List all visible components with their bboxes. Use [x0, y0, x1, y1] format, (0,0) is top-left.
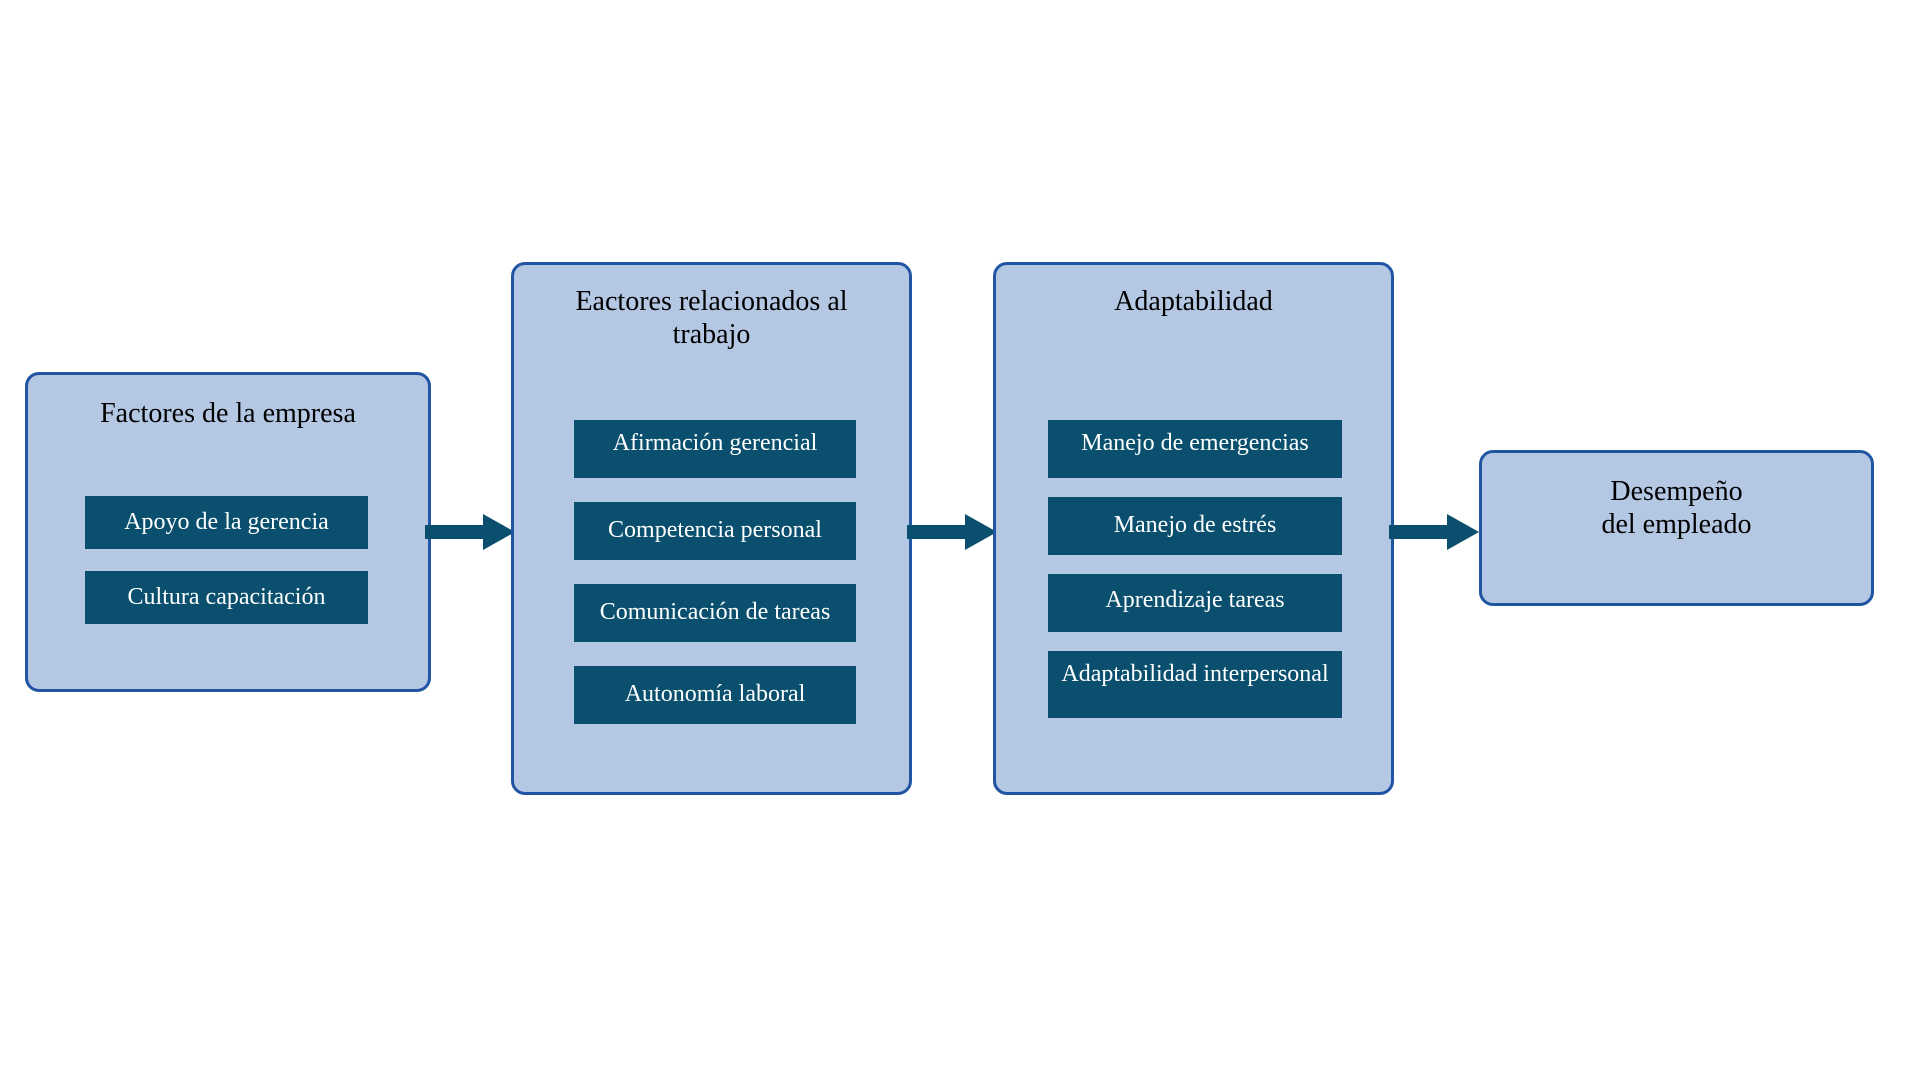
- item-label: Aprendizaje tareas: [1105, 587, 1285, 613]
- item-label: Cultura capacitación: [127, 584, 326, 610]
- item-manejo-de-emergencias[interactable]: Manejo de emergencias: [1048, 420, 1342, 478]
- arrow-stage1-to-stage2: [425, 512, 515, 552]
- item-apoyo-de-la-gerencia[interactable]: Apoyo de la gerencia: [85, 496, 368, 549]
- arrow-stage3-to-outcome: [1389, 512, 1479, 552]
- item-adaptabilidad-interpersonal[interactable]: Adaptabilidad interpersonal: [1048, 651, 1342, 718]
- item-afirmacion-gerencial[interactable]: Afirmación gerencial: [574, 420, 856, 478]
- item-label: Apoyo de la gerencia: [124, 509, 329, 535]
- item-label: Manejo de estrés: [1113, 512, 1277, 538]
- panel-desempeno-empleado-title: Desempeño del empleado: [1601, 476, 1752, 541]
- item-aprendizaje-tareas[interactable]: Aprendizaje tareas: [1048, 574, 1342, 632]
- panel-factores-empresa-title: Factores de la empresa: [100, 398, 356, 429]
- item-label: Manejo de emergencias: [1081, 430, 1309, 456]
- panel-desempeno-empleado[interactable]: Desempeño del empleado: [1479, 450, 1874, 606]
- item-manejo-de-estres[interactable]: Manejo de estrés: [1048, 497, 1342, 555]
- item-label: Afirmación gerencial: [612, 430, 818, 456]
- item-cultura-capacitacion[interactable]: Cultura capacitación: [85, 571, 368, 624]
- panel-factores-trabajo[interactable]: Eactores relacionados al trabajo Afirmac…: [511, 262, 912, 795]
- panel-adaptabilidad[interactable]: Adaptabilidad Manejo de emergencias Mane…: [993, 262, 1394, 795]
- item-comunicacion-de-tareas[interactable]: Comunicación de tareas: [574, 584, 856, 642]
- panel-factores-trabajo-title: Eactores relacionados al trabajo: [575, 286, 848, 351]
- item-label: Autonomía laboral: [624, 681, 806, 707]
- item-label: Adaptabilidad interpersonal: [1061, 661, 1329, 687]
- panel-factores-empresa[interactable]: Factores de la empresa Apoyo de la geren…: [25, 372, 431, 692]
- arrow-stage2-to-stage3: [907, 512, 997, 552]
- panel-adaptabilidad-title: Adaptabilidad: [1114, 286, 1273, 317]
- item-label: Comunicación de tareas: [599, 599, 831, 625]
- item-autonomia-laboral[interactable]: Autonomía laboral: [574, 666, 856, 724]
- item-label: Competencia personal: [608, 517, 822, 543]
- item-competencia-personal[interactable]: Competencia personal: [574, 502, 856, 560]
